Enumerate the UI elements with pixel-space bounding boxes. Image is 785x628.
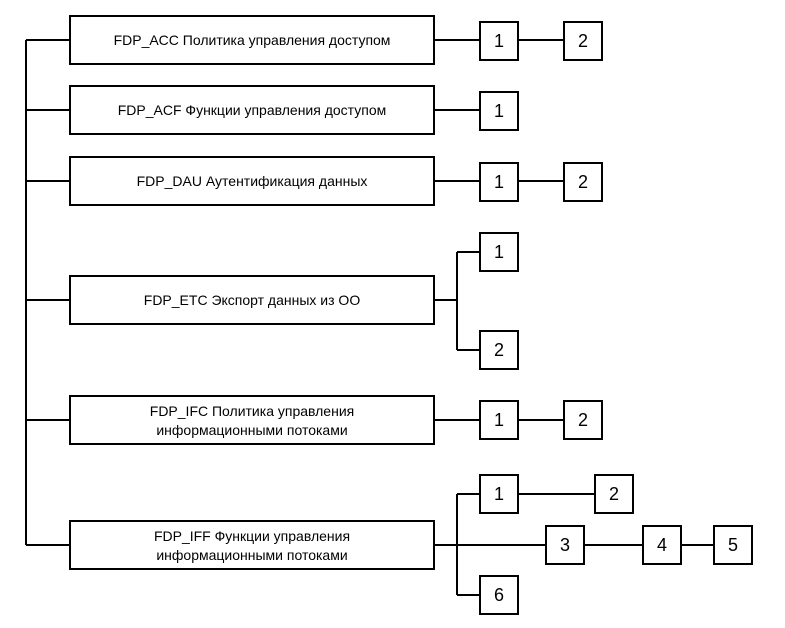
family-label-acc: FDP_ACC Политика управления доступом: [114, 32, 391, 48]
component-box-iff-4: 4: [642, 525, 682, 565]
component-number: 2: [578, 410, 588, 430]
component-box-iff-1: 1: [479, 474, 519, 514]
component-number: 5: [728, 535, 738, 555]
family-label-dau: FDP_DAU Аутентификация данных: [137, 173, 368, 189]
component-number: 1: [494, 484, 504, 504]
component-number: 2: [578, 31, 588, 51]
component-number: 6: [494, 585, 504, 605]
component-box-dau-2: 2: [563, 162, 603, 202]
component-box-iff-6: 6: [479, 575, 519, 615]
component-number: 1: [494, 410, 504, 430]
family-label-ifc-line1: FDP_IFC Политика управления: [150, 403, 354, 419]
component-box-iff-3: 3: [545, 525, 585, 565]
connectors: [25, 39, 714, 596]
component-number: 1: [494, 172, 504, 192]
component-box-iff-2: 2: [594, 474, 634, 514]
family-box-ifc: FDP_IFC Политика управления информационн…: [69, 395, 435, 445]
family-box-acc: FDP_ACC Политика управления доступом: [69, 15, 435, 65]
family-box-dau: FDP_DAU Аутентификация данных: [69, 156, 435, 206]
component-number: 1: [494, 101, 504, 121]
family-box-etc: FDP_ETC Экспорт данных из ОО: [69, 275, 435, 325]
family-box-acf: FDP_ACF Функции управления доступом: [69, 85, 435, 135]
component-number: 3: [560, 535, 570, 555]
component-number: 2: [494, 340, 504, 360]
component-number: 2: [609, 484, 619, 504]
family-box-iff: FDP_IFF Функции управления информационны…: [69, 520, 435, 570]
component-box-acc-1: 1: [479, 21, 519, 61]
family-label-acf: FDP_ACF Функции управления доступом: [118, 102, 387, 118]
family-label-ifc-line2: информационными потоками: [156, 422, 347, 438]
component-box-etc-2: 2: [479, 330, 519, 370]
family-label-etc: FDP_ETC Экспорт данных из ОО: [144, 292, 361, 308]
component-number: 4: [657, 535, 667, 555]
component-box-acc-2: 2: [563, 21, 603, 61]
component-box-iff-5: 5: [713, 525, 753, 565]
component-box-acf-1: 1: [479, 91, 519, 131]
family-label-iff-line2: информационными потоками: [156, 547, 347, 563]
component-number: 2: [578, 172, 588, 192]
component-box-dau-1: 1: [479, 162, 519, 202]
family-label-iff-line1: FDP_IFF Функции управления: [154, 528, 350, 544]
component-box-etc-1: 1: [479, 232, 519, 272]
component-box-ifc-2: 2: [563, 400, 603, 440]
component-number: 1: [494, 31, 504, 51]
component-number: 1: [494, 242, 504, 262]
component-box-ifc-1: 1: [479, 400, 519, 440]
